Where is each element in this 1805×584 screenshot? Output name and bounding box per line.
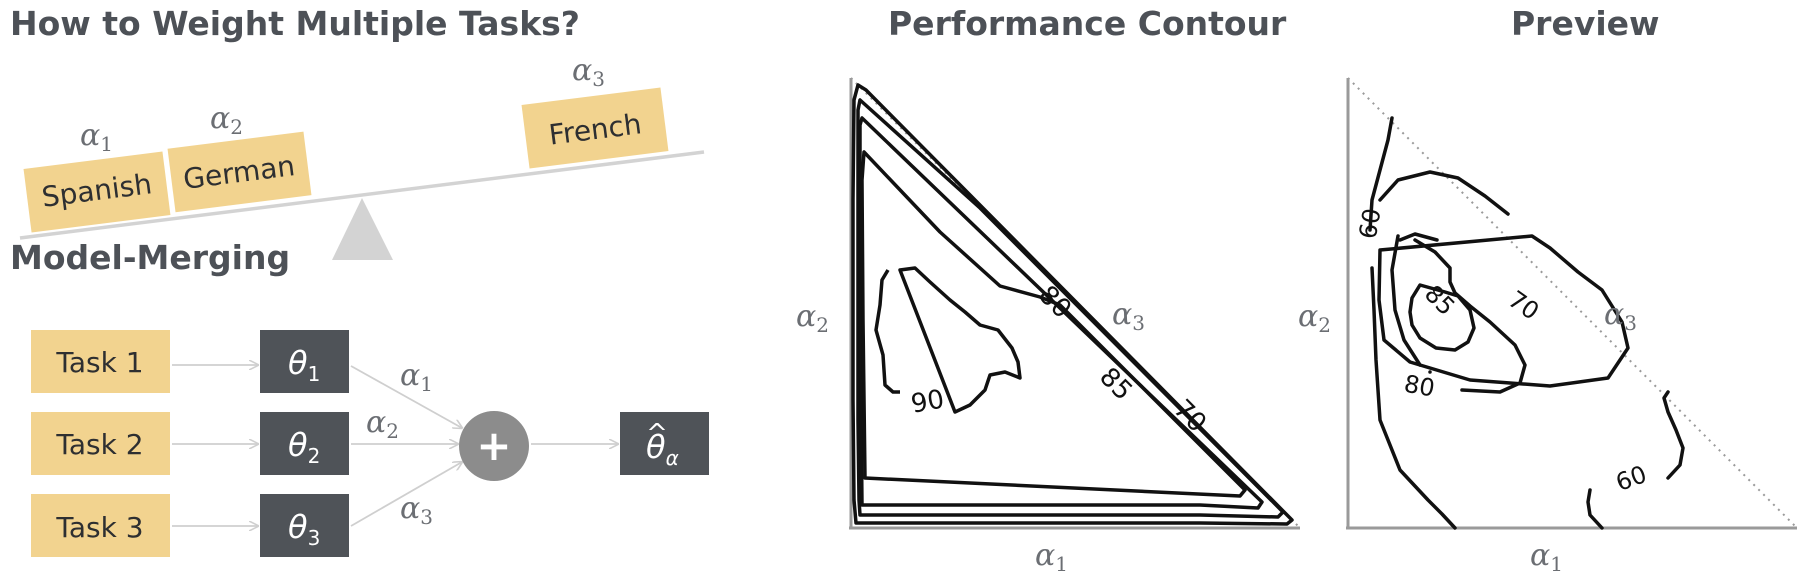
task-box-2-label: Task 2 — [55, 428, 143, 461]
output-sub: α — [666, 446, 679, 470]
balance-fulcrum — [332, 198, 393, 260]
box-french: French — [521, 87, 669, 169]
balance-title: How to Weight Multiple Tasks? — [10, 4, 580, 43]
task-box-1: Task 1 — [31, 330, 170, 393]
arrow-theta1-plus — [350, 365, 462, 428]
preview-level-80: 80 — [1402, 370, 1437, 403]
contour-lines — [851, 83, 1294, 526]
preview-line-70 — [1377, 170, 1630, 388]
weight-label-1: α1 — [80, 118, 113, 156]
preview-lines — [1368, 116, 1685, 530]
weight-label-1-sub: 1 — [100, 132, 113, 156]
preview-diag-label: α3 — [1604, 297, 1637, 335]
contour-x-label-sub: 1 — [1055, 552, 1068, 576]
merge-weight-1-sub: 1 — [420, 372, 433, 396]
preview-y-label: α2 — [1298, 299, 1331, 337]
preview-diagonal — [1347, 77, 1798, 529]
contour-line-80 — [860, 150, 1247, 498]
preview-y-label-sub: 2 — [1318, 313, 1331, 337]
merge-weight-3-sym: α — [400, 491, 420, 526]
sum-node: + — [459, 411, 529, 481]
contour-x-label: α1 — [1035, 538, 1068, 576]
merge-weight-3: α3 — [400, 491, 433, 529]
merge-weight-1-sym: α — [400, 358, 420, 393]
preview-line-85-ring — [1408, 283, 1476, 352]
preview-level-70: 70 — [1503, 285, 1544, 325]
contour-line-90 — [874, 266, 1022, 414]
weight-label-3: α3 — [572, 53, 605, 91]
param-box-3-sub: 3 — [308, 526, 321, 550]
plus-icon: + — [476, 421, 511, 470]
weight-label-2-sym: α — [210, 101, 230, 136]
contour-title: Performance Contour — [888, 4, 1287, 43]
preview-level-60-b: 60 — [1612, 460, 1650, 497]
svg-text:θ3: θ3 — [288, 508, 320, 550]
preview-diag-label-sub: 3 — [1624, 311, 1637, 335]
param-box-2-sub: 2 — [308, 444, 321, 468]
contour-plot: 80 85 70 90 α1 α2 α3 — [796, 77, 1301, 576]
merge-weight-2-sub: 2 — [386, 419, 399, 443]
weight-label-2: α2 — [210, 101, 243, 139]
task-box-2: Task 2 — [31, 412, 170, 475]
contour-y-label-sub: 2 — [816, 313, 829, 337]
contour-x-label-sym: α — [1035, 538, 1055, 573]
contour-line-70 — [856, 98, 1285, 519]
weight-label-3-sym: α — [572, 53, 592, 88]
output-hat: ^ — [646, 419, 668, 449]
param-box-2: θ2 — [260, 412, 349, 475]
preview-line-60-right — [1586, 390, 1685, 530]
preview-x-label-sym: α — [1530, 538, 1550, 573]
preview-line-60-left — [1368, 116, 1457, 530]
contour-line-85 — [858, 116, 1264, 510]
contour-level-90: 90 — [909, 384, 947, 419]
svg-text:θ2: θ2 — [288, 426, 320, 468]
svg-text:θα: θα — [646, 428, 679, 470]
contour-y-label: α2 — [796, 299, 829, 337]
task-box-3-label: Task 3 — [55, 511, 143, 544]
output-box: ^ θα — [620, 412, 709, 475]
task-box-1-label: Task 1 — [55, 346, 143, 379]
contour-diagonal — [850, 77, 1301, 529]
task-box-3: Task 3 — [31, 494, 170, 557]
preview-x-label-sub: 1 — [1550, 552, 1563, 576]
param-box-2-sym: θ — [288, 426, 308, 464]
contour-diag-label-sym: α — [1112, 297, 1132, 332]
merge-weight-3-sub: 3 — [420, 505, 433, 529]
preview-title: Preview — [1511, 4, 1660, 43]
param-box-3-sym: θ — [288, 508, 308, 546]
merge-weight-1: α1 — [400, 358, 433, 396]
param-box-1-sym: θ — [288, 344, 308, 382]
merge-diagram: Task 1 Task 2 Task 3 θ1 θ2 — [31, 330, 709, 557]
merge-weight-2-sym: α — [366, 405, 386, 440]
param-box-3: θ3 — [260, 494, 349, 557]
svg-text:θ1: θ1 — [288, 344, 320, 386]
balance-beam — [19, 150, 705, 240]
merge-weight-2: α2 — [366, 405, 399, 443]
preview-y-label-sym: α — [1298, 299, 1318, 334]
box-german: German — [167, 131, 312, 213]
contour-diag-label: α3 — [1112, 297, 1145, 335]
contour-y-label-sym: α — [796, 299, 816, 334]
balance-scale: Spanish German French α1 α2 α3 — [19, 53, 705, 260]
weight-label-3-sub: 3 — [592, 67, 605, 91]
preview-line-80 — [1390, 232, 1527, 394]
box-spanish: Spanish — [23, 151, 171, 233]
preview-plot: 60 85 70 80 60 α1 α2 α3 — [1298, 77, 1798, 576]
preview-level-60-a: 60 — [1354, 206, 1387, 241]
weight-label-1-sym: α — [80, 118, 100, 153]
merge-title: Model-Merging — [10, 238, 291, 277]
preview-x-label: α1 — [1530, 538, 1563, 576]
weight-label-2-sub: 2 — [230, 115, 243, 139]
preview-diag-label-sym: α — [1604, 297, 1624, 332]
param-box-1: θ1 — [260, 330, 349, 393]
param-box-1-sub: 1 — [308, 362, 321, 386]
output-sym: θ — [646, 428, 666, 466]
contour-level-85: 85 — [1093, 362, 1138, 407]
arrow-theta3-plus — [350, 462, 462, 527]
contour-diag-label-sub: 3 — [1132, 311, 1145, 335]
